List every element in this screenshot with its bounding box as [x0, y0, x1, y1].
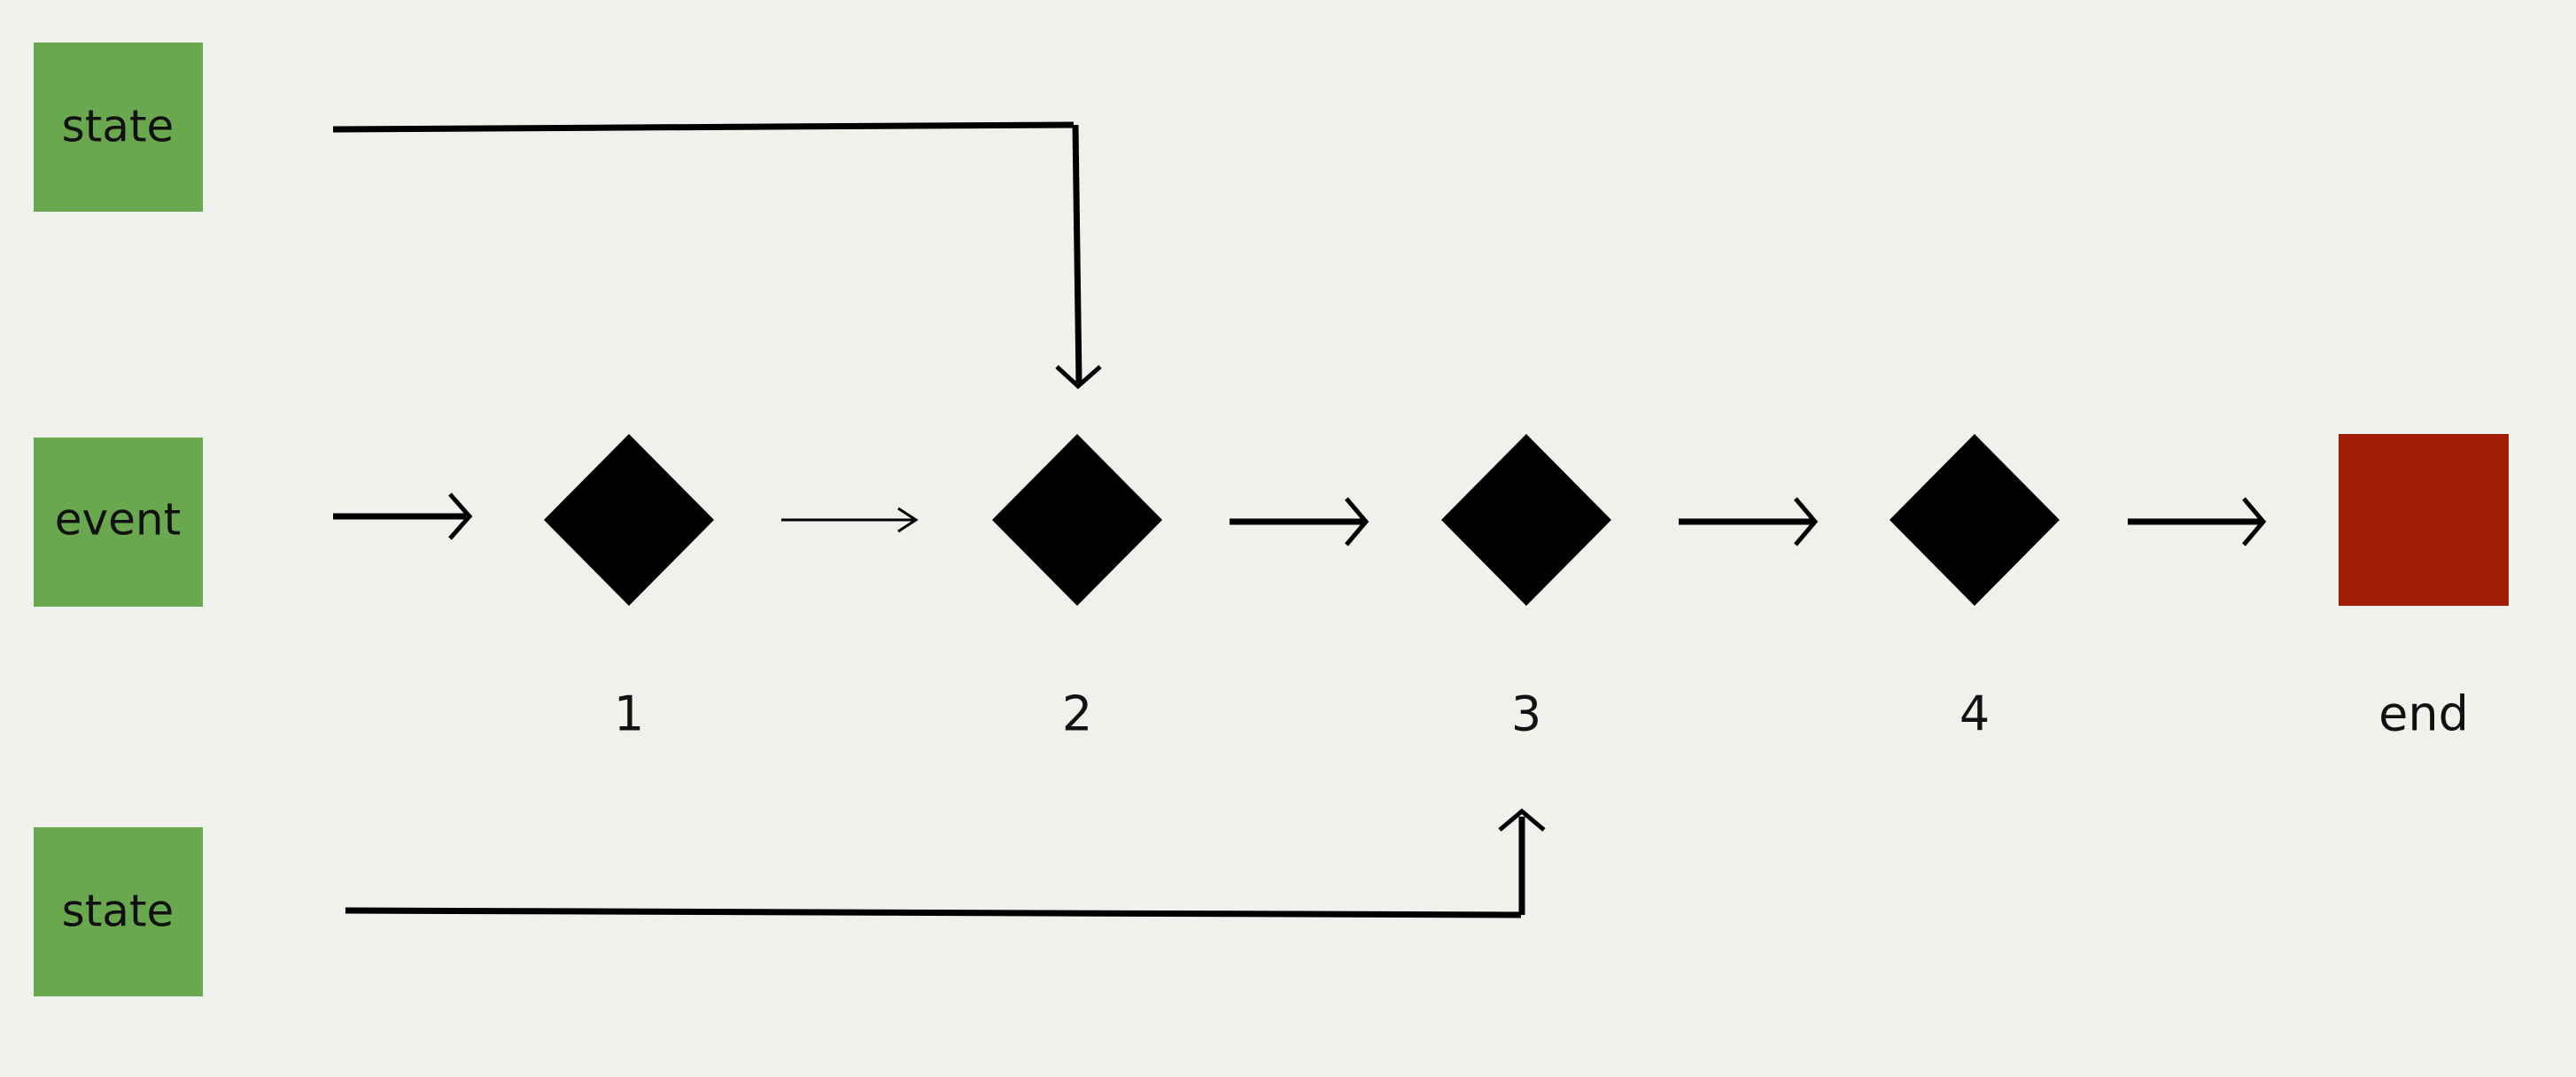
step-node-2-diamond: [992, 434, 1162, 606]
end-node-square: [2339, 434, 2509, 606]
step-label-2: 2: [1062, 686, 1092, 742]
arrow-event-to-step-1: [333, 492, 473, 540]
input-box-event: event: [34, 438, 203, 607]
end-label: end: [2378, 686, 2469, 742]
input-box-state-bottom: state: [34, 827, 203, 996]
step-node-3-diamond: [1441, 434, 1611, 606]
input-box-state-top-label: state: [62, 101, 175, 152]
step-node-1-diamond: [544, 434, 714, 606]
input-box-state-top: state: [34, 43, 203, 212]
input-box-state-bottom-rect: [34, 827, 203, 996]
step-label-4: 4: [1959, 686, 1990, 742]
step-node-4-diamond: [1889, 434, 2060, 606]
input-box-event-label: event: [55, 494, 181, 546]
input-box-state-bottom-label: state: [62, 886, 175, 937]
step-label-1: 1: [614, 686, 644, 742]
input-box-event-rect: [34, 438, 203, 607]
input-box-state-top-rect: [34, 43, 203, 212]
arrow-step-4-to-end: [2128, 497, 2267, 546]
step-label-3: 3: [1511, 686, 1541, 742]
arrow-step-2-to-step-3: [1230, 497, 1369, 546]
arrow-step-3-to-step-4: [1679, 497, 1819, 546]
arrow-step-1-to-step-2: [781, 507, 919, 533]
arrow-state-bottom-to-step-3: [345, 808, 1546, 918]
arrow-state-top-to-step-2: [332, 121, 1102, 390]
